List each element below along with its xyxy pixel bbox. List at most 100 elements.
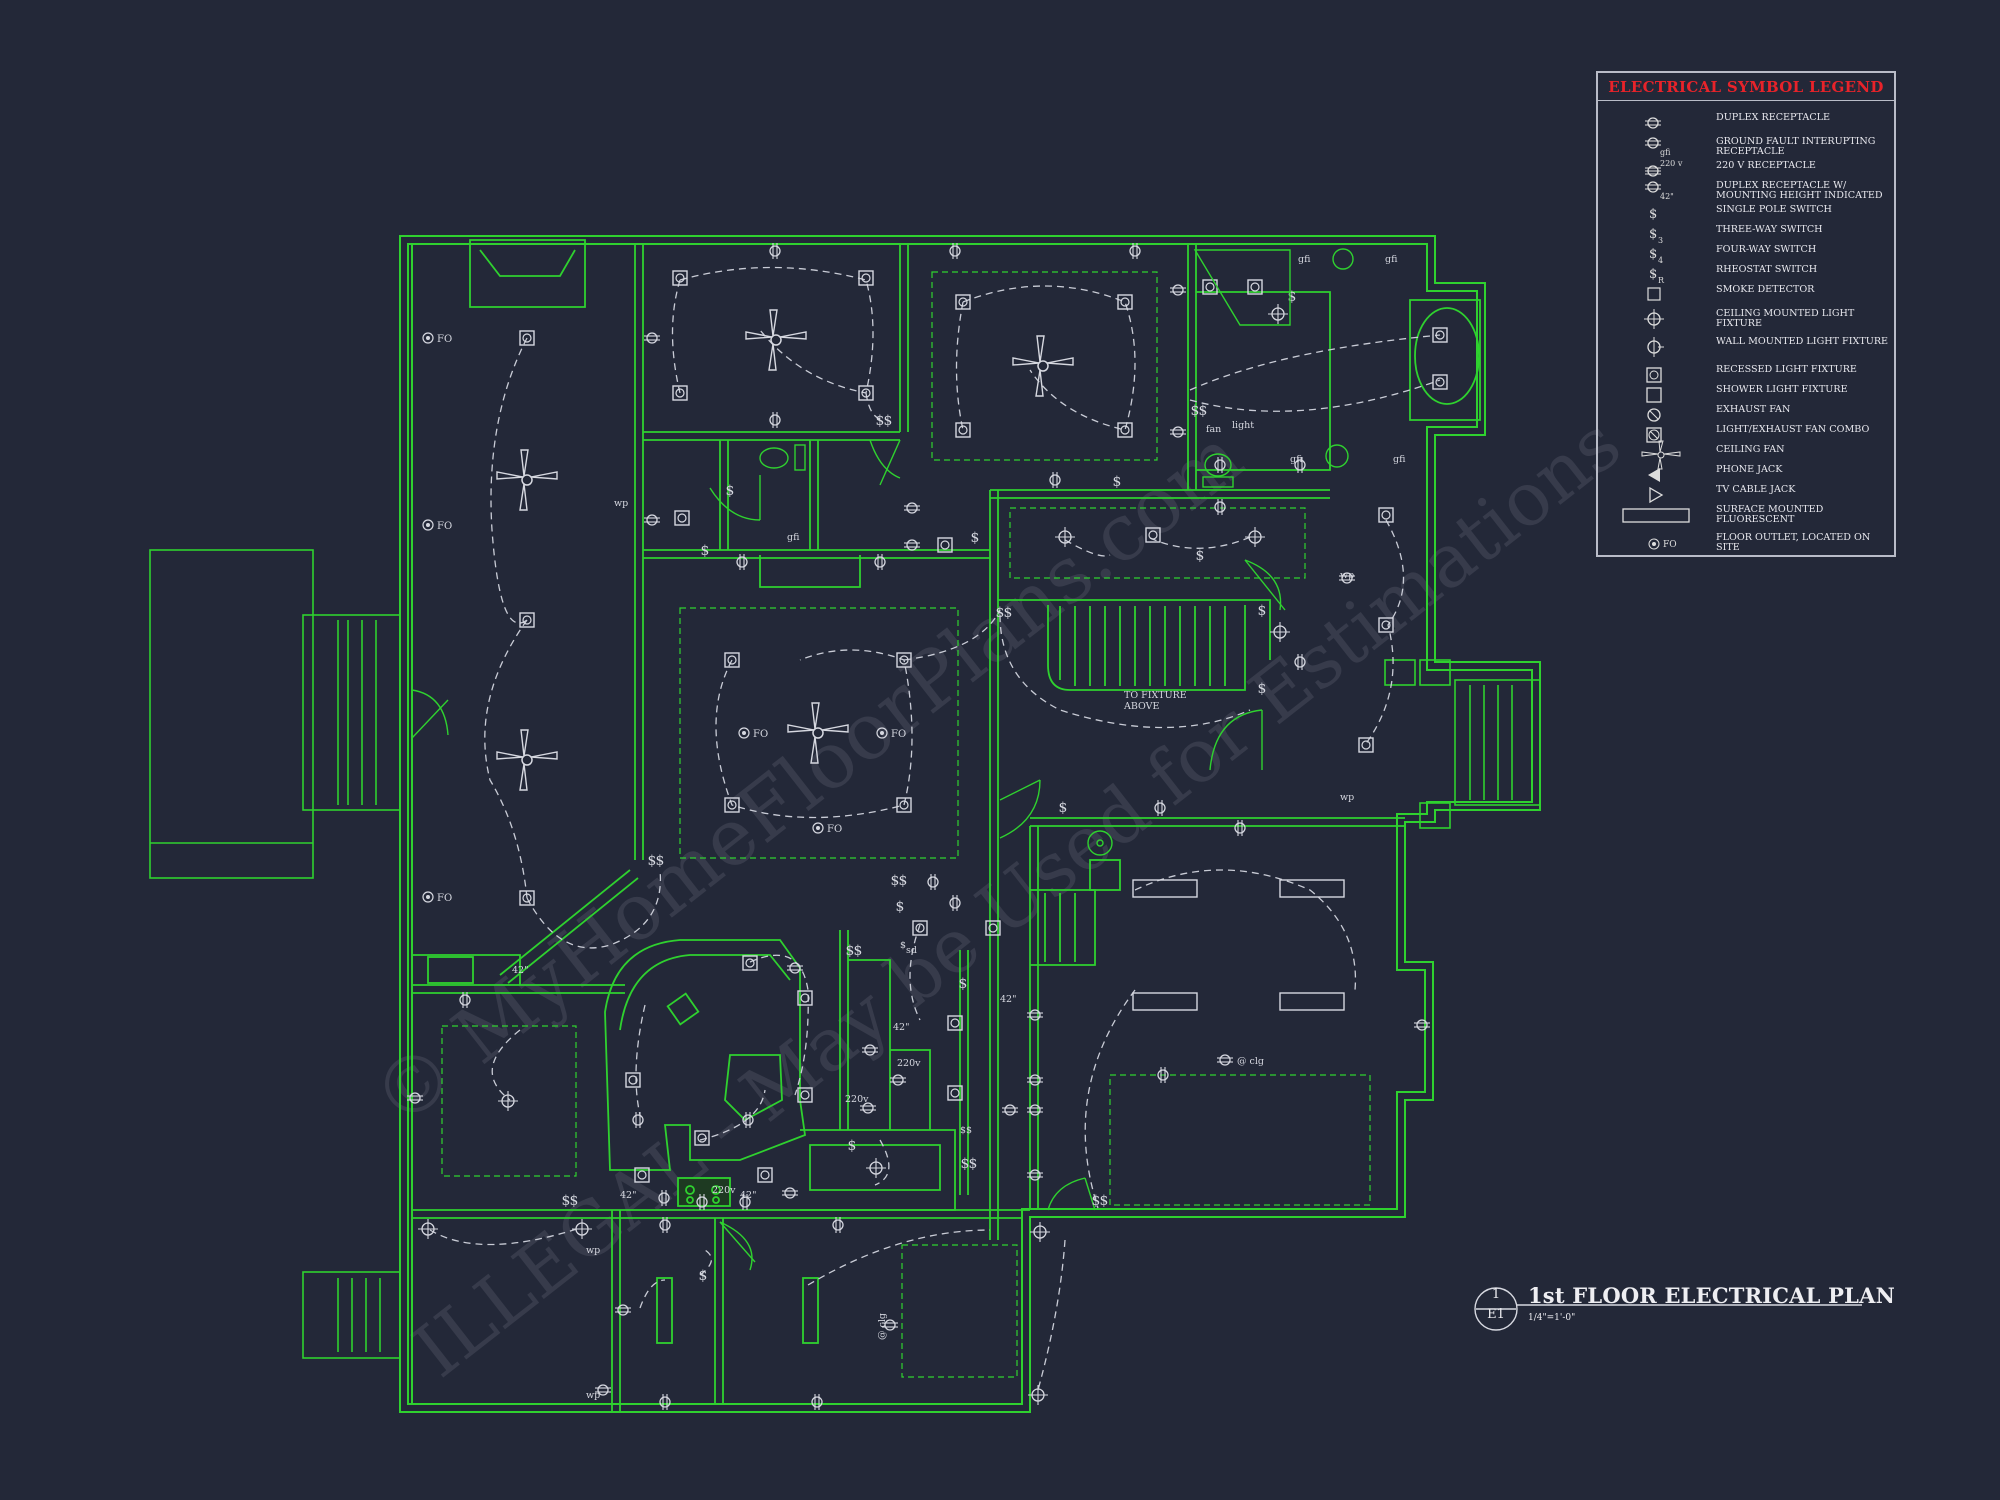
legend-item-label: FOUR-WAY SWITCH (1716, 244, 1817, 255)
svg-text:$: $ (1649, 267, 1657, 282)
left-deck (149, 549, 1541, 1359)
legend-item: EXHAUST FAN (1598, 403, 1894, 427)
svg-text:220v: 220v (712, 1185, 736, 1196)
svg-text:$: $ (900, 940, 906, 951)
svg-text:sd: sd (906, 945, 917, 956)
height-receptacle-icon: 42" (1618, 179, 1688, 203)
ceiling-outlines (441, 271, 1371, 1378)
floor-outlet-labels: FO FO FO FO FO FO (437, 334, 906, 904)
legend-item-label: 220 V RECEPTACLE (1716, 160, 1816, 171)
legend-item-label: RECESSED LIGHT FIXTURE (1716, 364, 1857, 375)
svg-text:$: $ (1649, 207, 1657, 222)
svg-text:gfi: gfi (1660, 148, 1671, 157)
legend-item: TV CABLE JACK (1598, 483, 1894, 507)
svg-text:$: $ (1649, 247, 1657, 262)
recessed-lights (519, 270, 1448, 1183)
phone-jack-icon (1618, 463, 1688, 487)
legend-item-label: EXHAUST FAN (1716, 404, 1791, 415)
svg-text:gfi: gfi (1290, 454, 1303, 465)
door-swings (411, 439, 1286, 1271)
legend-item-label: WALL MOUNTED LIGHT FIXTURE (1716, 336, 1889, 347)
svg-text:42": 42" (1660, 192, 1674, 201)
svg-text:220 v: 220 v (1660, 159, 1683, 168)
svg-text:ABOVE: ABOVE (1123, 701, 1160, 712)
smoke-detector-icon (1618, 283, 1688, 307)
legend-item: FO FLOOR OUTLET, LOCATED ON SITE (1598, 531, 1894, 555)
svg-text:FO: FO (753, 729, 768, 740)
legend-item-label: GROUND FAULT INTERUPTING RECEPTACLE (1716, 136, 1876, 157)
legend-item: SHOWER LIGHT FIXTURE (1598, 383, 1894, 407)
legend-item: CEILING FAN (1598, 440, 1894, 470)
svg-text:wp: wp (586, 1390, 600, 1401)
ceiling-light-icon (1618, 307, 1688, 331)
ceiling-fan-icon (496, 729, 558, 791)
tv-jack-icon (1618, 483, 1688, 507)
fluorescent-icon (1618, 503, 1690, 527)
svg-text:FO: FO (891, 729, 906, 740)
four-way-switch-icon: $4 (1618, 243, 1688, 267)
rheostat-switch-icon: $R (1618, 263, 1688, 287)
floor-outlet-icon: FO (1618, 531, 1688, 555)
legend-item-label: DUPLEX RECEPTACLE W/ MOUNTING HEIGHT IND… (1716, 180, 1883, 201)
drawing-title-block: 1 E1 1st FLOOR ELECTRICAL PLAN 1/4"=1'-0… (1470, 1283, 1895, 1343)
legend-item: $R RHEOSTAT SWITCH (1598, 263, 1894, 287)
svg-text:gfi: gfi (1393, 454, 1406, 465)
svg-text:$: $ (1649, 227, 1657, 242)
220v-receptacle-icon: 220 v (1618, 159, 1688, 183)
legend-title: ELECTRICAL SYMBOL LEGEND (1598, 73, 1894, 101)
legend-item-label: SHOWER LIGHT FIXTURE (1716, 384, 1848, 395)
svg-text:wp: wp (1340, 570, 1354, 581)
legend-item-label: SURFACE MOUNTED FLUORESCENT (1716, 504, 1824, 525)
svg-text:gfi: gfi (1298, 254, 1311, 265)
legend-item: $4 FOUR-WAY SWITCH (1598, 243, 1894, 267)
shower-light-icon (1618, 383, 1688, 407)
svg-text:220v: 220v (897, 1058, 921, 1069)
legend-item: SMOKE DETECTOR (1598, 283, 1894, 307)
legend-item-label: SMOKE DETECTOR (1716, 284, 1815, 295)
legend-item: RECESSED LIGHT FIXTURE (1598, 363, 1894, 387)
svg-text:FO: FO (827, 824, 842, 835)
svg-text:R: R (1658, 276, 1665, 285)
legend-item-label: RHEOSTAT SWITCH (1716, 264, 1818, 275)
light-fan-combo-icon (1618, 423, 1688, 447)
legend-item-label: FLOOR OUTLET, LOCATED ON SITE (1716, 532, 1871, 553)
drawing-title: 1st FLOOR ELECTRICAL PLAN (1528, 1283, 1895, 1308)
svg-text:42": 42" (740, 1190, 756, 1201)
legend-item-label: THREE-WAY SWITCH (1716, 224, 1823, 235)
svg-text:$$: $$ (960, 1125, 972, 1136)
single-pole-switch-icon: $ (1618, 203, 1688, 227)
svg-text:42": 42" (512, 965, 528, 976)
exhaust-fan-icon (1618, 403, 1688, 427)
legend-item-label: SINGLE POLE SWITCH (1716, 204, 1832, 215)
legend-item-label: CEILING MOUNTED LIGHT FIXTURE (1716, 308, 1855, 329)
legend-item-label: TV CABLE JACK (1716, 484, 1796, 495)
legend-item-label: LIGHT/EXHAUST FAN COMBO (1716, 424, 1870, 435)
duplex-receptacle-icon (1618, 111, 1688, 135)
svg-text:4: 4 (1658, 256, 1663, 265)
recessed-light-icon (1618, 363, 1688, 387)
svg-text:light: light (1232, 420, 1254, 431)
legend-item-label: CEILING FAN (1716, 444, 1785, 455)
legend-item: PHONE JACK (1598, 463, 1894, 487)
fluorescent-fixtures (1132, 879, 1345, 1011)
legend-item: DUPLEX RECEPTACLE (1598, 111, 1894, 135)
legend-item-label: DUPLEX RECEPTACLE (1716, 112, 1831, 123)
svg-text:42": 42" (893, 1022, 909, 1033)
svg-text:3: 3 (1658, 236, 1663, 245)
svg-text:FO: FO (437, 521, 452, 532)
plan-annotations: TO FIXTURE ABOVE fan light @ clg @ clg w… (512, 254, 1406, 1401)
legend-item: 42" DUPLEX RECEPTACLE W/ MOUNTING HEIGHT … (1598, 179, 1894, 203)
svg-text:wp: wp (1340, 792, 1354, 803)
svg-text:42": 42" (1000, 994, 1016, 1005)
drawing-scale: 1/4"=1'-0" (1528, 1313, 1576, 1323)
legend-item-label: PHONE JACK (1716, 464, 1783, 475)
svg-text:fan: fan (1206, 424, 1221, 435)
svg-text:wp: wp (614, 498, 628, 509)
legend-item: $3 THREE-WAY SWITCH (1598, 223, 1894, 247)
svg-text:220v: 220v (845, 1094, 869, 1105)
svg-text:FO: FO (1663, 540, 1677, 550)
svg-text:gfi: gfi (1385, 254, 1398, 265)
svg-text:@ clg: @ clg (1237, 1056, 1264, 1067)
title-block-symbol (1474, 1287, 1862, 1331)
svg-text:FO: FO (437, 893, 452, 904)
